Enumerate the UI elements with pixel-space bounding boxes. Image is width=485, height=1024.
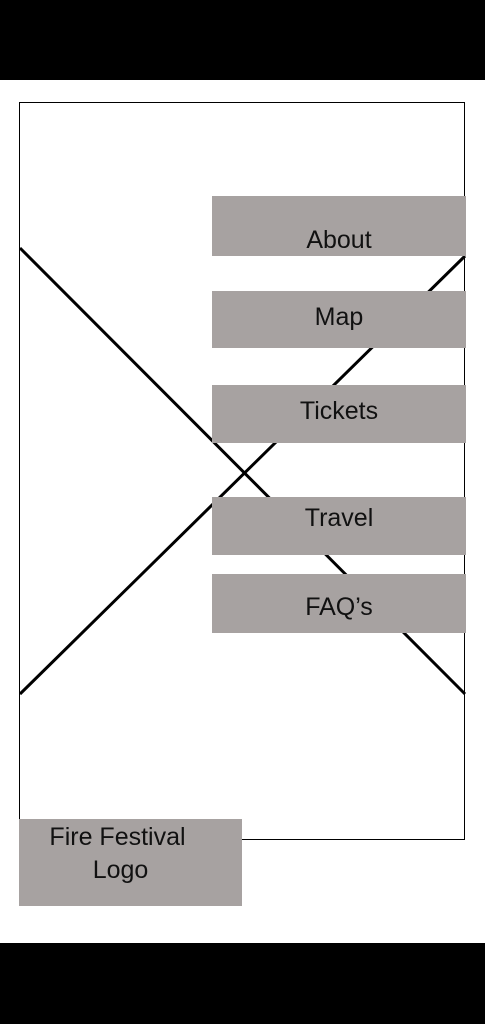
nav-faq-label: FAQ’s	[305, 593, 373, 621]
festival-logo[interactable]: Fire Festival Logo	[19, 819, 242, 906]
nav-map-button[interactable]: Map	[212, 291, 466, 348]
nav-travel-button[interactable]: Travel	[212, 497, 466, 555]
status-bar	[0, 0, 485, 80]
navigation-bar	[0, 943, 485, 1024]
nav-travel-label: Travel	[304, 503, 374, 532]
logo-text-line1: Fire Festival	[49, 823, 186, 851]
nav-map-label: Map	[314, 303, 364, 331]
nav-about-label: About	[306, 225, 372, 254]
nav-faq-button[interactable]: FAQ’s	[212, 574, 466, 633]
logo-text-line2: Logo	[92, 856, 149, 884]
nav-about-button[interactable]: About	[212, 196, 466, 256]
nav-tickets-label: Tickets	[299, 396, 379, 425]
nav-tickets-button[interactable]: Tickets	[212, 385, 466, 443]
